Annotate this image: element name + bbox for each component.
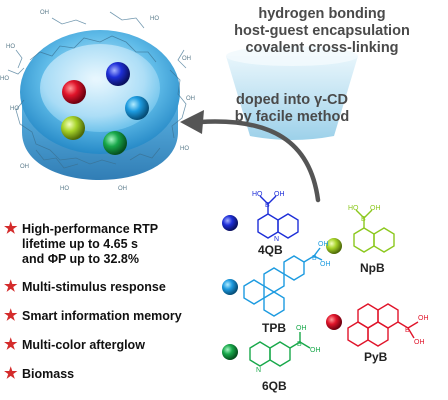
curved-arrow [180, 110, 321, 203]
npb-dot [326, 238, 342, 254]
interaction-mechanisms: hydrogen bonding host-guest encapsulatio… [200, 6, 444, 57]
star-icon: ★ [4, 365, 18, 382]
svg-text:B: B [265, 202, 270, 209]
feature-rtp: ★ High-performance RTP lifetime up to 4.… [4, 220, 159, 266]
feature-information-memory: ★Smart information memory [4, 307, 182, 324]
4qb-structure [257, 195, 299, 239]
svg-text:OH: OH [296, 325, 307, 332]
svg-text:OH: OH [310, 347, 321, 354]
svg-text:OH: OH [320, 261, 331, 268]
svg-text:HO: HO [60, 186, 69, 192]
svg-text:N: N [274, 236, 279, 243]
mechanism-cross-linking: covalent cross-linking [245, 40, 399, 56]
svg-text:OH: OH [370, 205, 381, 212]
feature-multi-color: ★Multi-color afterglow [4, 336, 145, 353]
doping-line-2: by facile method [234, 109, 350, 125]
svg-text:HO: HO [10, 106, 19, 112]
svg-text:HO: HO [6, 44, 15, 50]
6qb-structure [249, 332, 311, 367]
svg-text:OH: OH [40, 10, 49, 16]
cyclodextrin-illustration: HO HO HO OH HO OH OH HO OH HO OH [0, 10, 195, 192]
svg-text:OH: OH [118, 186, 127, 192]
label-tpb: TPB [262, 321, 286, 335]
blue-guest-dot [106, 62, 130, 86]
tpb-dot [222, 279, 238, 295]
svg-text:OH: OH [186, 96, 195, 102]
svg-text:OH: OH [418, 315, 429, 322]
svg-text:N: N [256, 367, 261, 374]
svg-text:OH: OH [318, 241, 329, 248]
svg-text:OH: OH [182, 56, 191, 62]
svg-text:B: B [297, 341, 302, 348]
npb-structure [353, 209, 395, 253]
label-4qb: 4QB [258, 243, 283, 257]
label-pyb: PyB [364, 350, 388, 364]
svg-text:B: B [312, 255, 317, 262]
svg-text:OH: OH [20, 164, 29, 170]
pyb-dot [326, 314, 342, 330]
svg-text:HO: HO [150, 16, 159, 22]
star-icon: ★ [4, 336, 18, 353]
4qb-dot [222, 215, 238, 231]
doping-line-1: doped into γ-CD [236, 92, 348, 108]
svg-text:HO: HO [0, 76, 9, 82]
star-icon: ★ [4, 220, 18, 237]
svg-text:HO: HO [252, 191, 263, 198]
svg-text:HO: HO [180, 146, 189, 152]
label-npb: NpB [360, 261, 385, 275]
6qb-dot [222, 344, 238, 360]
molecule-panel: HO OH B N 4QB HO OH B NpB B OH OH TPB [222, 191, 429, 393]
cyan-guest-dot [125, 96, 149, 120]
svg-text:OH: OH [414, 339, 425, 346]
svg-text:OH: OH [274, 191, 285, 198]
star-icon: ★ [4, 278, 18, 295]
gamma-cd-host-illustration [226, 46, 358, 140]
pyb-structure [347, 303, 419, 347]
mechanism-host-guest: host-guest encapsulation [234, 23, 410, 39]
mechanism-hydrogen-bonding: hydrogen bonding [258, 6, 386, 22]
svg-text:B: B [361, 216, 366, 223]
label-6qb: 6QB [262, 379, 287, 393]
red-guest-dot [62, 80, 86, 104]
feature-biomass: ★Biomass [4, 365, 75, 382]
svg-text:HO: HO [348, 205, 359, 212]
feature-multi-stimulus: ★Multi-stimulus response [4, 278, 166, 295]
doping-method: doped into γ-CD by facile method [232, 92, 352, 126]
star-icon: ★ [4, 307, 18, 324]
green-guest-dot [103, 131, 127, 155]
tpb-structure [243, 247, 323, 317]
yellow-guest-dot [61, 116, 85, 140]
svg-text:B: B [405, 327, 410, 334]
